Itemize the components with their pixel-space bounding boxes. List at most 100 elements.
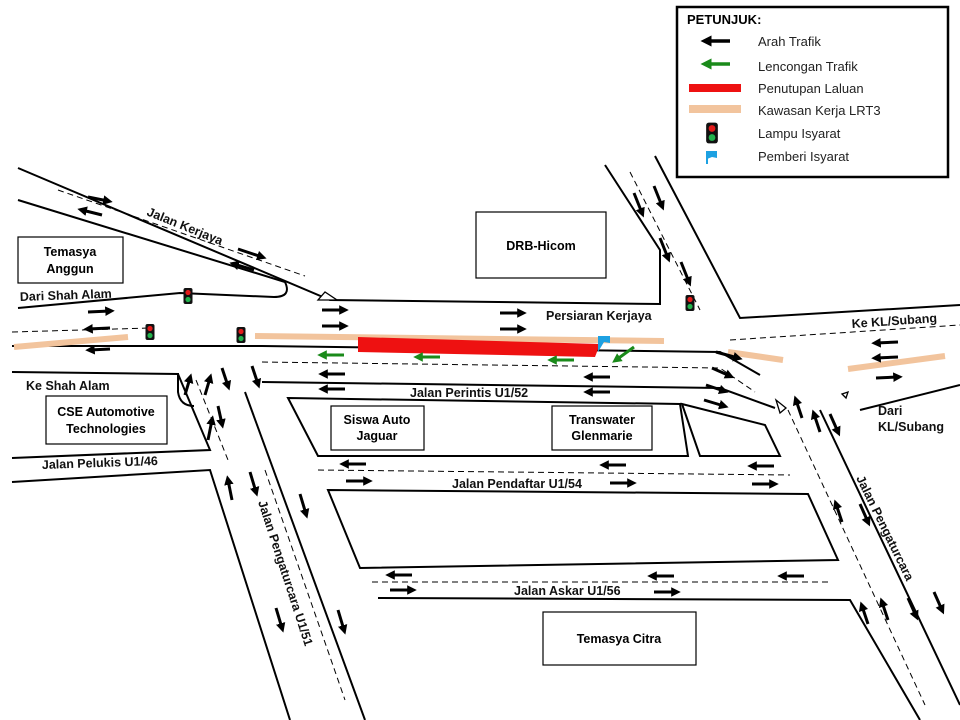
dash-kerjaya <box>57 189 306 277</box>
traffic-arrow <box>828 413 841 437</box>
legend-label-kawasan-kerja: Kawasan Kerja LRT3 <box>758 103 881 118</box>
traffic-arrow <box>77 206 103 217</box>
traffic-arrow <box>906 597 919 621</box>
dash-right-diag <box>629 171 701 311</box>
legend-label-penutupan-laluan: Penutupan Laluan <box>758 81 864 96</box>
traffic-arrow <box>858 503 871 527</box>
svg-text:Anggun: Anggun <box>46 262 93 276</box>
yield-triangle-icon <box>840 390 850 400</box>
label-ke-kl-subang: Ke KL/Subang <box>851 311 937 331</box>
svg-text:Temasya Citra: Temasya Citra <box>577 632 663 646</box>
dash-pendaftar <box>317 469 791 476</box>
traffic-arrow <box>229 260 255 272</box>
traffic-arrow <box>832 499 844 523</box>
red-bar-icon <box>689 84 741 92</box>
traffic-arrow <box>250 365 262 389</box>
traffic-arrow <box>216 405 226 429</box>
legend-label-lencongan-trafik: Lencongan Trafik <box>758 59 858 74</box>
traffic-arrow <box>203 373 214 396</box>
flag-icon <box>706 151 717 164</box>
traffic-arrow <box>932 591 945 615</box>
flagman-icon <box>598 336 610 352</box>
traffic-light-icon <box>183 288 193 304</box>
tan-bar-icon <box>689 105 741 113</box>
label-dari-kl-subang-2: KL/Subang <box>878 420 944 434</box>
building-temasya-anggun: Temasya Anggun <box>17 236 124 284</box>
traffic-arrow <box>652 185 665 211</box>
svg-text:Transwater: Transwater <box>569 413 635 427</box>
legend-label-lampu-isyarat: Lampu Isyarat <box>758 126 841 141</box>
traffic-arrow <box>871 337 899 348</box>
svg-text:DRB-Hicom: DRB-Hicom <box>506 239 575 253</box>
traffic-light-icon <box>236 327 246 343</box>
traffic-arrow <box>858 601 870 625</box>
traffic-arrow <box>237 247 267 261</box>
traffic-arrow <box>87 306 115 317</box>
traffic-arrow <box>715 350 743 362</box>
label-jalan-pengaturcara: Jalan Pengaturcara <box>853 473 917 584</box>
svg-text:Siswa Auto: Siswa Auto <box>344 413 411 427</box>
traffic-arrow <box>705 383 729 395</box>
jalan-kerjaya-edge-top <box>17 164 661 306</box>
traffic-arrow <box>83 323 111 334</box>
right-area-edge <box>859 384 960 411</box>
diversion-arrows <box>317 345 635 365</box>
traffic-arrow <box>679 261 692 287</box>
right-road-edge-left <box>654 155 960 320</box>
traffic-direction-arrows <box>77 185 945 635</box>
traffic-arrow <box>810 409 822 433</box>
label-jalan-askar: Jalan Askar U1/56 <box>514 584 621 598</box>
traffic-arrow <box>206 415 216 441</box>
yield-triangle-icon <box>774 398 788 415</box>
traffic-arrow <box>220 367 232 391</box>
traffic-light-icon <box>685 295 695 311</box>
buildings: Temasya Anggun DRB-Hicom CSE Automotive … <box>17 211 697 666</box>
label-dari-kl-subang: Dari <box>878 404 902 418</box>
building-transwater-glenmarie: Transwater Glenmarie <box>551 405 653 451</box>
traffic-arrow <box>183 373 194 396</box>
building-drb-hicom: DRB-Hicom <box>475 211 607 279</box>
label-jalan-pelukis: Jalan Pelukis U1/46 <box>42 454 159 472</box>
block-small-right <box>680 402 782 457</box>
svg-text:Technologies: Technologies <box>66 422 146 436</box>
building-temasya-citra: Temasya Citra <box>542 611 697 666</box>
legend-box: PETUNJUK: Arah Trafik Lencongan Trafik P… <box>675 5 950 179</box>
lane-markings <box>11 171 960 706</box>
dash-left-main <box>11 327 151 333</box>
label-dari-shah-alam: Dari Shah Alam <box>20 287 112 304</box>
traffic-arrow <box>85 344 111 355</box>
traffic-arrow <box>336 609 348 635</box>
traffic-arrow <box>658 237 671 263</box>
jalan-kerjaya-edge-bottom <box>17 199 288 309</box>
label-jalan-perintis: Jalan Perintis U1/52 <box>410 386 528 400</box>
traffic-arrow <box>632 192 645 218</box>
building-siswa-auto-jaguar: Siswa Auto Jaguar <box>330 405 425 451</box>
traffic-arrow <box>711 366 735 379</box>
yield-triangle-icon <box>316 291 340 301</box>
building-cse-automotive: CSE Automotive Technologies <box>45 395 168 445</box>
label-jalan-pengaturcara-u151: Jalan Pengaturcara U1/51 <box>255 499 315 648</box>
svg-text:Jaguar: Jaguar <box>357 429 398 443</box>
svg-text:Glenmarie: Glenmarie <box>571 429 632 443</box>
block-pendaftar <box>326 488 840 570</box>
traffic-arrow <box>878 597 890 621</box>
dash-pengaturcara <box>787 409 926 706</box>
legend-label-pemberi-isyarat: Pemberi Isyarat <box>758 149 849 164</box>
traffic-arrow <box>792 395 804 419</box>
direction-labels: Dari Shah Alam Ke Shah Alam Ke KL/Subang… <box>20 287 944 434</box>
label-jalan-pendaftar: Jalan Pendaftar U1/54 <box>452 477 582 491</box>
traffic-arrow <box>703 398 729 410</box>
traffic-light-icon <box>145 324 155 340</box>
road-closure <box>358 336 610 357</box>
diversion-arrow <box>612 345 635 363</box>
label-ke-shah-alam: Ke Shah Alam <box>26 379 110 393</box>
dash-u151 <box>264 469 346 701</box>
worksite-left <box>13 334 129 350</box>
pengaturcara-right-edge <box>819 409 960 706</box>
svg-text:Temasya: Temasya <box>44 245 98 259</box>
traffic-arrow <box>224 475 234 501</box>
jalan-pelukis-top-edge <box>11 373 212 459</box>
traffic-arrow <box>298 493 310 519</box>
legend-title: PETUNJUK: <box>687 12 761 27</box>
